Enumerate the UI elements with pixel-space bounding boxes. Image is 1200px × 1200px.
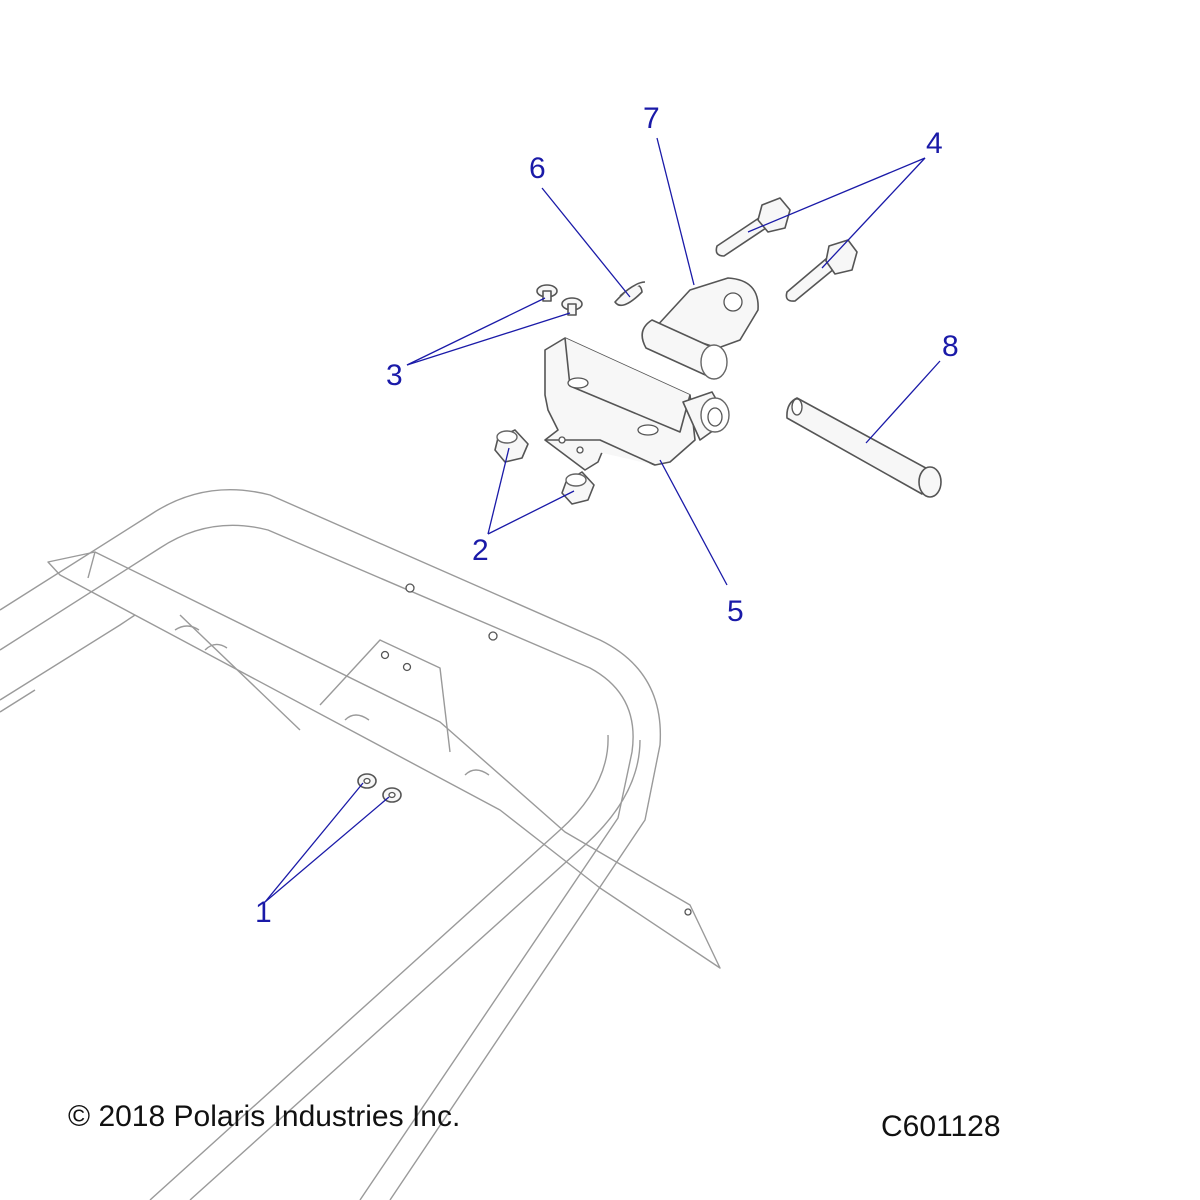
callout-8: 8 (942, 330, 959, 363)
callout-6: 6 (529, 152, 546, 185)
callout-2: 2 (472, 534, 489, 567)
part-1-washers (357, 773, 402, 803)
diagram-id: C601128 (881, 1110, 1001, 1143)
callout-3: 3 (386, 359, 403, 392)
part-7-hinge (641, 277, 759, 380)
part-2-nuts (494, 429, 595, 505)
vehicle-frame (0, 488, 721, 1200)
callout-4: 4 (926, 127, 943, 160)
part-8-pin (786, 397, 942, 498)
callout-7: 7 (643, 102, 660, 135)
callout-5: 5 (727, 595, 744, 628)
part-6-clip (614, 281, 646, 307)
leader-lines (264, 137, 941, 903)
part-3-screws (536, 284, 583, 316)
part-5-bracket (544, 337, 730, 471)
copyright-notice: © 2018 Polaris Industries Inc. (68, 1100, 461, 1133)
callout-numbers: 1 2 3 4 5 6 7 8 (255, 102, 959, 929)
callout-1: 1 (255, 896, 272, 929)
part-4-bolts (715, 197, 858, 302)
